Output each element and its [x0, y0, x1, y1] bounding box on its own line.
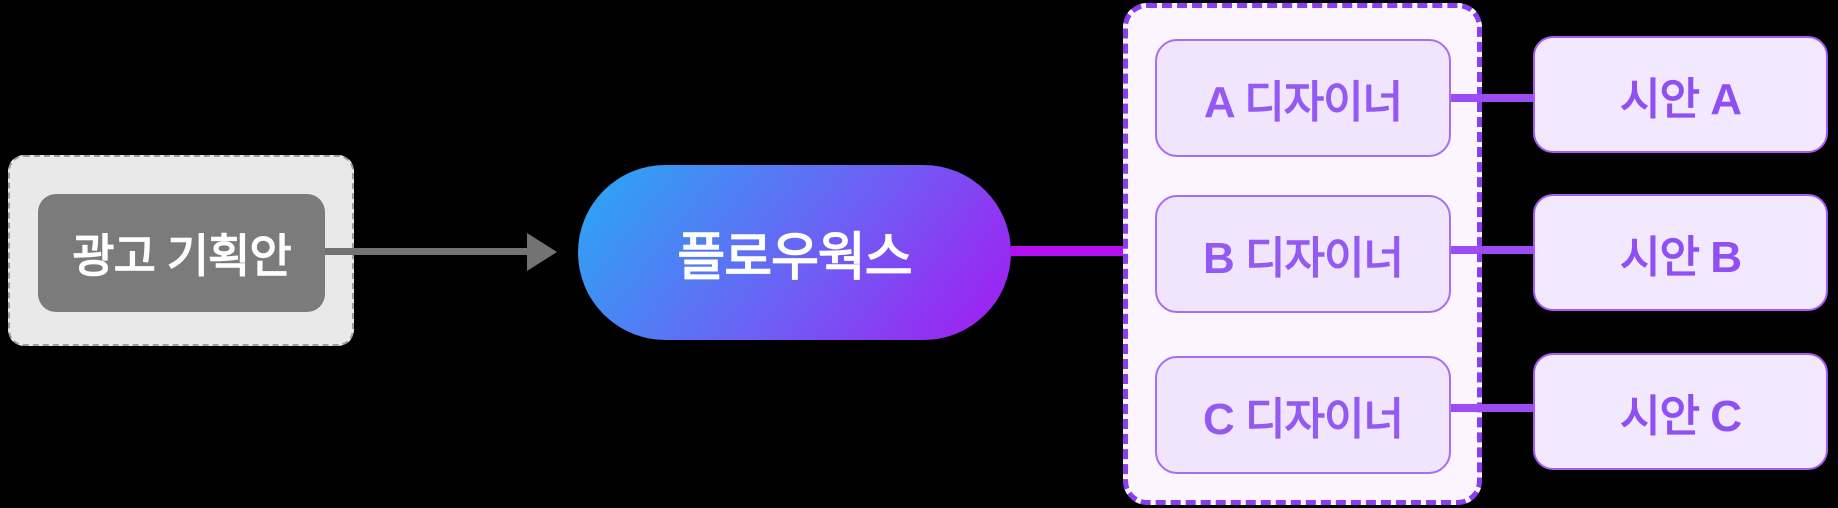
input-to-hub-arrow-head-icon — [527, 233, 557, 271]
input-to-hub-arrow-line — [325, 248, 527, 255]
output-node-c: 시안 C — [1533, 353, 1828, 470]
designer-node-a-label: A 디자이너 — [1203, 78, 1403, 127]
designer-node-c: C 디자이너 — [1155, 356, 1451, 474]
hub-node-label: 플로우웍스 — [677, 229, 912, 287]
input-node-label: 광고 기획안 — [72, 230, 291, 282]
designer-node-b-label: B 디자이너 — [1203, 234, 1404, 283]
output-node-b-label: 시안 B — [1620, 232, 1742, 282]
designer-node-a: A 디자이너 — [1155, 39, 1451, 157]
output-node-c-label: 시안 C — [1620, 391, 1742, 441]
input-node: 광고 기획안 — [38, 194, 325, 312]
hub-node: 플로우웍스 — [578, 165, 1011, 340]
designer-a-to-output-connector — [1451, 94, 1533, 102]
output-node-b: 시안 B — [1533, 194, 1828, 311]
designer-c-to-output-connector — [1451, 404, 1533, 412]
designer-b-to-output-connector — [1451, 246, 1533, 254]
designer-node-c-label: C 디자이너 — [1203, 395, 1404, 444]
output-node-a-label: 시안 A — [1620, 74, 1742, 124]
designer-node-b: B 디자이너 — [1155, 195, 1451, 313]
output-node-a: 시안 A — [1533, 36, 1828, 153]
hub-to-designers-connector — [1011, 246, 1125, 256]
